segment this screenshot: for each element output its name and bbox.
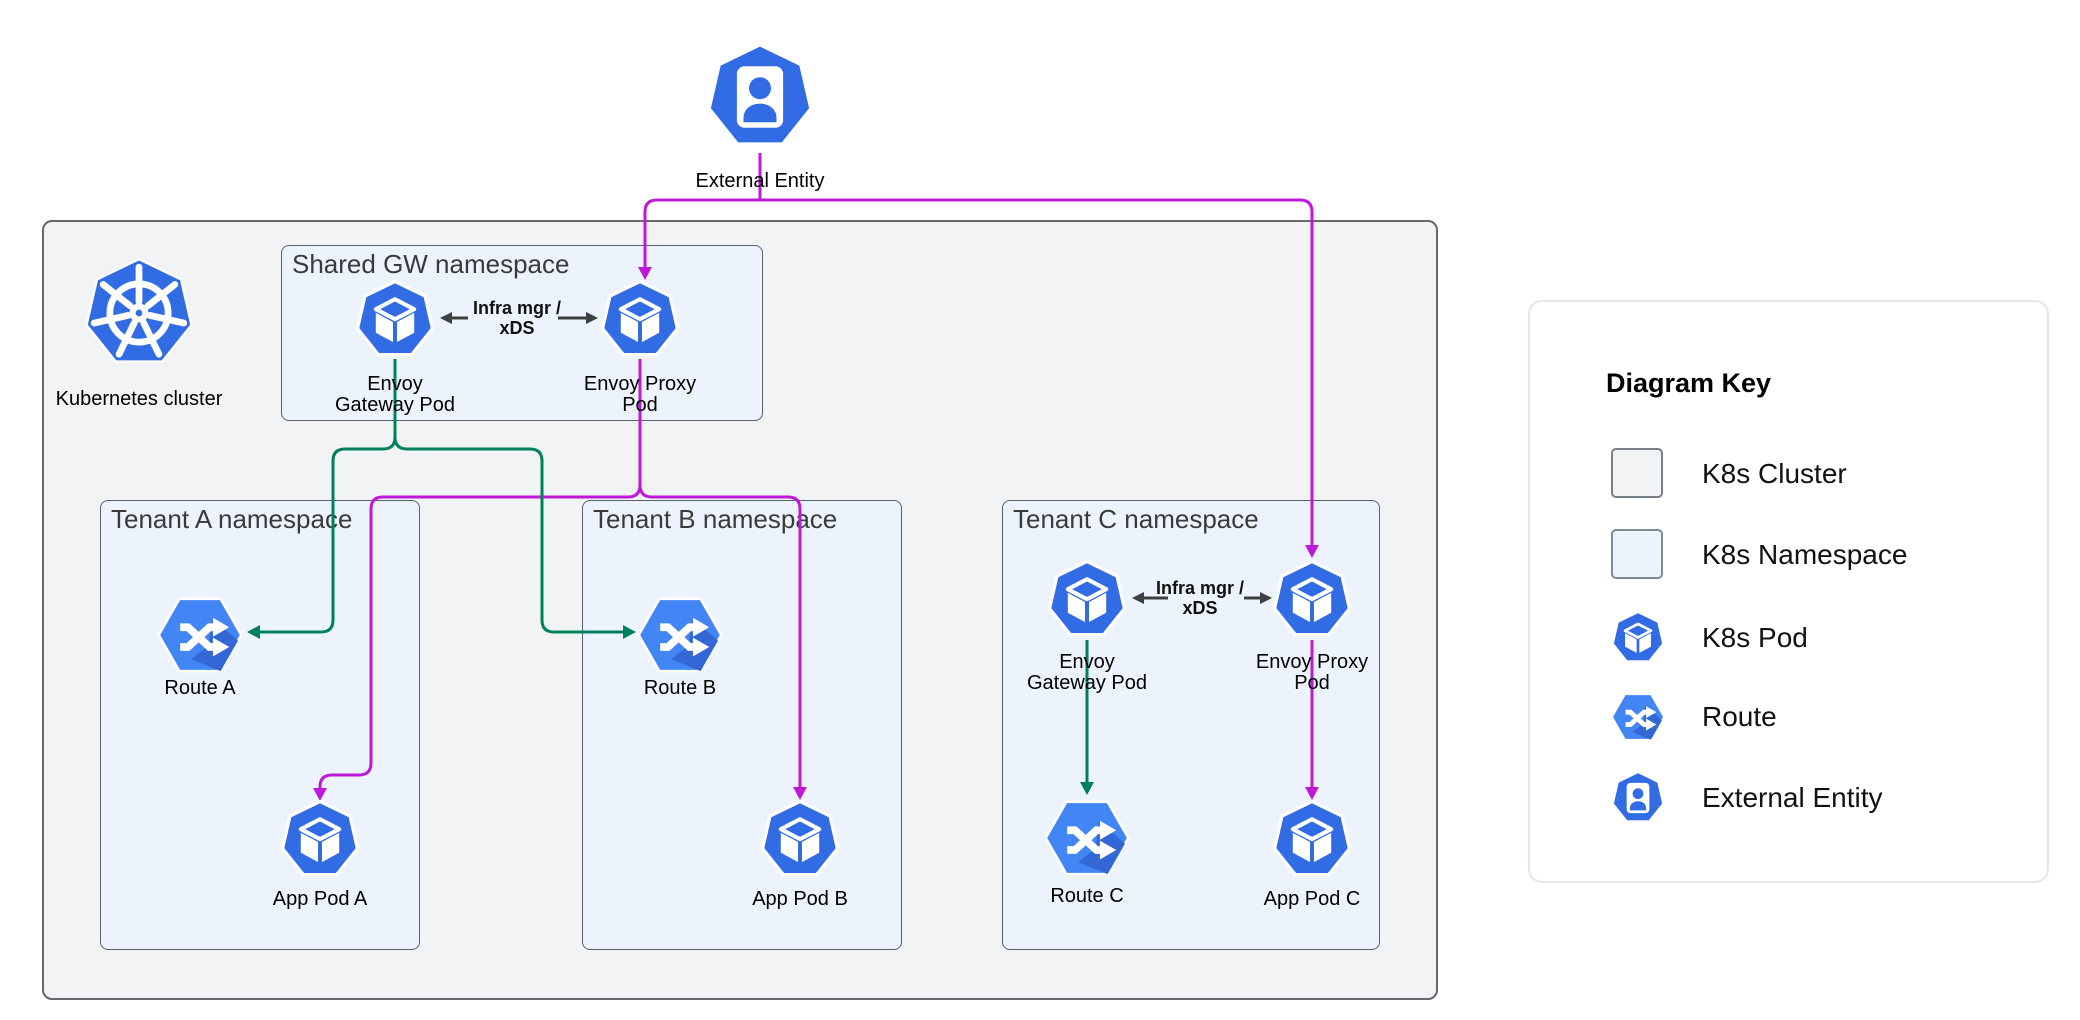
tenant-b-namespace-box: Tenant B namespace bbox=[582, 500, 902, 950]
key-row-external-entity: External Entity bbox=[1530, 770, 2047, 826]
app-pod-c-label: App Pod C bbox=[1263, 888, 1361, 910]
shared-envoy-gateway-pod-icon bbox=[355, 280, 435, 360]
route-c-label: Route C bbox=[1050, 885, 1124, 907]
external-entity-icon bbox=[705, 42, 815, 152]
external-entity-icon bbox=[1611, 771, 1665, 825]
key-label-pod: K8s Pod bbox=[1702, 622, 1808, 653]
k8s-pod-icon bbox=[1611, 611, 1665, 665]
route-c-icon bbox=[1044, 795, 1130, 881]
route-b-icon bbox=[637, 592, 723, 678]
key-row-namespace: K8s Namespace bbox=[1530, 527, 2047, 583]
app-pod-a-label: App Pod A bbox=[272, 888, 368, 910]
key-row-route: Route bbox=[1530, 689, 2047, 745]
diagram-key-panel: Diagram Key K8s Cluster K8s Namespace K8… bbox=[1528, 300, 2049, 883]
key-row-cluster: K8s Cluster bbox=[1530, 446, 2047, 502]
key-label-external-entity: External Entity bbox=[1702, 782, 1883, 813]
tenant-c-envoy-proxy-pod-label: Envoy Proxy Pod bbox=[1255, 651, 1369, 694]
kubernetes-cluster-label: Kubernetes cluster bbox=[55, 388, 223, 410]
external-entity-label: External Entity bbox=[695, 170, 825, 192]
tenant-c-envoy-gateway-pod-label: Envoy Gateway Pod bbox=[1026, 651, 1148, 694]
app-pod-b-icon bbox=[760, 800, 840, 880]
kubernetes-logo-icon bbox=[83, 257, 195, 369]
k8s-namespace-swatch bbox=[1611, 529, 1663, 579]
app-pod-c-icon bbox=[1272, 800, 1352, 880]
shared-envoy-proxy-pod-label: Envoy Proxy Pod bbox=[583, 373, 697, 416]
tenant-c-envoy-proxy-pod-icon bbox=[1272, 560, 1352, 640]
shared-envoy-gateway-pod-label: Envoy Gateway Pod bbox=[334, 373, 456, 416]
tenant-b-namespace-title: Tenant B namespace bbox=[593, 504, 838, 534]
tenant-a-namespace-title: Tenant A namespace bbox=[111, 504, 353, 534]
key-label-route: Route bbox=[1702, 701, 1777, 732]
tenant-c-namespace-title: Tenant C namespace bbox=[1013, 504, 1259, 534]
shared-infra-mgr-xds-label: Infra mgr / xDS bbox=[472, 298, 561, 338]
key-row-pod: K8s Pod bbox=[1530, 610, 2047, 666]
route-b-label: Route B bbox=[643, 677, 717, 699]
tenant-c-infra-mgr-xds-label: Infra mgr / xDS bbox=[1155, 578, 1244, 618]
route-icon bbox=[1611, 690, 1665, 744]
tenant-c-envoy-gateway-pod-icon bbox=[1047, 560, 1127, 640]
key-label-cluster: K8s Cluster bbox=[1702, 458, 1847, 489]
diagram-key-title: Diagram Key bbox=[1606, 368, 1772, 398]
route-a-label: Route A bbox=[164, 677, 236, 699]
shared-gw-namespace-title: Shared GW namespace bbox=[292, 249, 570, 279]
shared-envoy-proxy-pod-icon bbox=[600, 280, 680, 360]
app-pod-a-icon bbox=[280, 800, 360, 880]
k8s-cluster-swatch bbox=[1611, 448, 1663, 498]
app-pod-b-label: App Pod B bbox=[752, 888, 848, 910]
key-label-namespace: K8s Namespace bbox=[1702, 539, 1908, 570]
tenant-a-namespace-box: Tenant A namespace bbox=[100, 500, 420, 950]
route-a-icon bbox=[157, 592, 243, 678]
